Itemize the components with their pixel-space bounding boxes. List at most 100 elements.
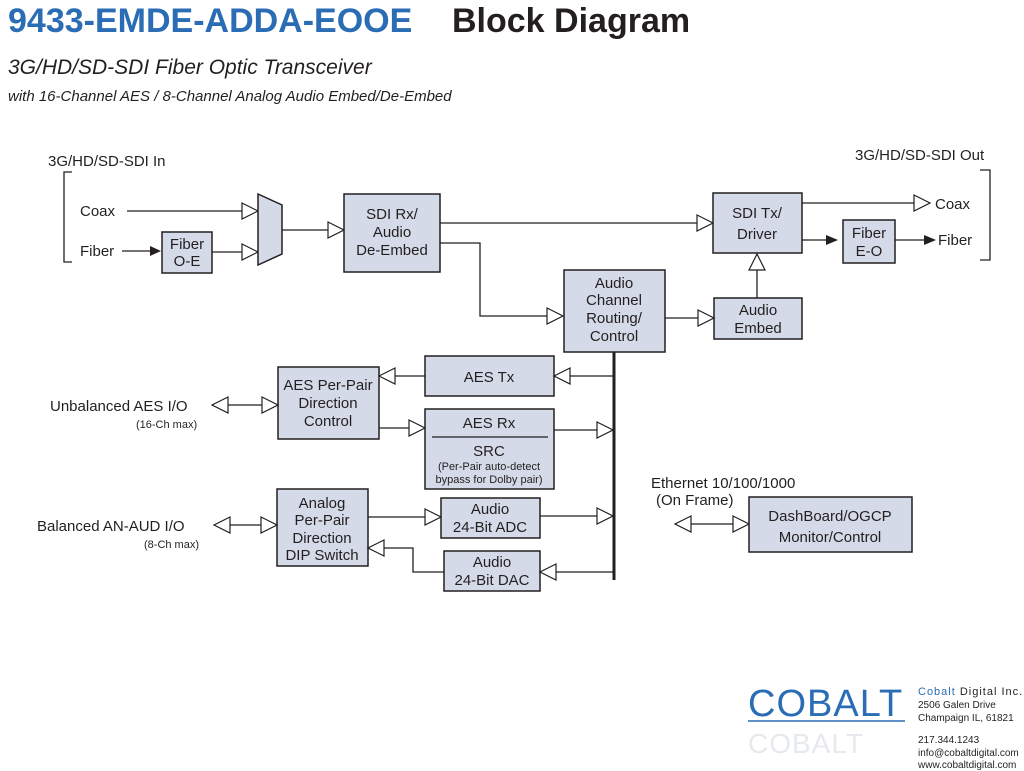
arrow-icon xyxy=(696,214,715,232)
svg-text:Control: Control xyxy=(590,328,638,345)
svg-text:SDI Tx/: SDI Tx/ xyxy=(732,205,783,222)
analog-io-label: Balanced AN-AUD I/O xyxy=(37,518,185,535)
svg-text:(Per-Pair auto-detect: (Per-Pair auto-detect xyxy=(438,461,540,473)
svg-text:Control: Control xyxy=(304,413,352,430)
aes-direction-block: AES Per-Pair Direction Control xyxy=(277,366,380,440)
svg-text:DIP Switch: DIP Switch xyxy=(285,547,358,564)
cobalt-logo-reflection: COBALT xyxy=(748,728,864,759)
arrow-icon xyxy=(538,563,557,581)
coax-in-label: Coax xyxy=(80,203,116,220)
arrow-icon xyxy=(366,539,385,557)
svg-text:Driver: Driver xyxy=(737,226,777,243)
svg-text:SRC: SRC xyxy=(473,443,505,460)
arrow-icon xyxy=(424,508,443,526)
arrow-icon xyxy=(826,235,838,245)
sdi-out-label: 3G/HD/SD-SDI Out xyxy=(855,147,985,164)
analog-io-sublabel: (8-Ch max) xyxy=(144,539,199,551)
aes-tx-block: AES Tx xyxy=(424,355,555,397)
arrow-icon xyxy=(327,221,346,239)
diagram-subtitle-detail: with 16-Channel AES / 8-Channel Analog A… xyxy=(8,88,452,105)
svg-text:Fiber: Fiber xyxy=(170,236,204,253)
analog-direction-block: Analog Per-Pair Direction DIP Switch xyxy=(276,488,369,567)
svg-text:Direction: Direction xyxy=(298,395,357,412)
fiber-eo-block: Fiber E-O xyxy=(842,219,896,264)
arrow-icon xyxy=(150,246,161,256)
svg-text:AES Rx: AES Rx xyxy=(463,415,516,432)
svg-text:E-O: E-O xyxy=(856,243,883,260)
company-address-street: 2506 Galen Drive xyxy=(918,700,996,711)
fiber-in-label: Fiber xyxy=(80,243,114,260)
audio-embed-block: Audio Embed xyxy=(713,297,803,340)
arrow-icon xyxy=(241,243,260,261)
fiber-oe-block: Fiber O-E xyxy=(161,231,213,274)
svg-text:Channel: Channel xyxy=(586,292,642,309)
arrow-icon xyxy=(552,367,571,385)
sdi-tx-block: SDI Tx/ Driver xyxy=(712,192,803,254)
aes-io-label: Unbalanced AES I/O xyxy=(50,398,188,415)
arrow-icon xyxy=(408,419,427,437)
svg-text:Direction: Direction xyxy=(292,530,351,547)
arrow-icon xyxy=(241,202,260,220)
company-name: Cobalt Digital Inc. xyxy=(918,686,1024,698)
cobalt-logo: COBALT xyxy=(748,683,904,725)
svg-text:DashBoard/OGCP: DashBoard/OGCP xyxy=(768,508,891,525)
arrow-icon xyxy=(697,309,716,327)
svg-text:Routing/: Routing/ xyxy=(586,310,643,327)
arrow-icon xyxy=(212,516,231,534)
diagram-subtitle: 3G/HD/SD-SDI Fiber Optic Transceiver xyxy=(8,56,372,79)
dac-block: Audio 24-Bit DAC xyxy=(443,550,541,592)
svg-text:24-Bit ADC: 24-Bit ADC xyxy=(453,519,527,536)
svg-text:bypass for Dolby pair): bypass for Dolby pair) xyxy=(436,474,543,486)
arrow-icon xyxy=(210,396,229,414)
dashboard-block: DashBoard/OGCP Monitor/Control xyxy=(748,496,913,553)
arrow-icon xyxy=(261,396,280,414)
ethernet-label: Ethernet 10/100/1000 xyxy=(651,475,795,492)
company-phone: 217.344.1243 xyxy=(918,735,980,746)
svg-text:Audio: Audio xyxy=(473,554,511,571)
ethernet-sublabel: (On Frame) xyxy=(656,492,734,509)
fiber-out-label: Fiber xyxy=(938,232,972,249)
dac-to-dir-line xyxy=(384,547,444,573)
svg-text:Monitor/Control: Monitor/Control xyxy=(779,529,882,546)
arrow-icon xyxy=(748,252,766,271)
input-select-mux xyxy=(257,192,283,267)
svg-text:Audio: Audio xyxy=(373,224,411,241)
sdi-rx-block: SDI Rx/ Audio De-Embed xyxy=(343,193,441,273)
arrow-icon xyxy=(260,516,279,534)
svg-text:Audio: Audio xyxy=(471,501,509,518)
arrow-icon xyxy=(913,194,932,212)
coax-out-label: Coax xyxy=(935,196,971,213)
svg-text:Per-Pair: Per-Pair xyxy=(294,512,349,529)
svg-text:AES Tx: AES Tx xyxy=(464,369,515,386)
svg-text:De-Embed: De-Embed xyxy=(356,242,428,259)
company-email[interactable]: info@cobaltdigital.com xyxy=(918,748,1019,759)
arrow-icon xyxy=(673,515,692,533)
svg-text:SDI Rx/: SDI Rx/ xyxy=(366,206,419,223)
svg-text:Analog: Analog xyxy=(299,495,346,512)
diagram-model-number: 9433-EMDE-ADDA-EOOE xyxy=(8,2,413,40)
arrow-icon xyxy=(377,367,396,385)
svg-text:Audio: Audio xyxy=(739,302,777,319)
sdi-out-bracket xyxy=(980,169,991,261)
svg-text:24-Bit DAC: 24-Bit DAC xyxy=(454,572,529,589)
company-website[interactable]: www.cobaltdigital.com xyxy=(918,760,1017,771)
arrow-icon xyxy=(924,235,936,245)
svg-text:AES Per-Pair: AES Per-Pair xyxy=(283,377,372,394)
svg-text:Fiber: Fiber xyxy=(852,225,886,242)
arrow-icon xyxy=(596,507,615,525)
aes-io-sublabel: (16-Ch max) xyxy=(136,419,197,431)
sdi-in-bracket xyxy=(63,171,72,263)
company-address-city: Champaign IL, 61821 xyxy=(918,713,1014,724)
aes-rx-src-block: AES Rx SRC (Per-Pair auto-detect bypass … xyxy=(424,408,555,490)
diagram-title: Block Diagram xyxy=(452,2,691,40)
svg-text:Audio: Audio xyxy=(595,275,633,292)
sdi-in-label: 3G/HD/SD-SDI In xyxy=(48,153,166,170)
arrow-icon xyxy=(596,421,615,439)
arrow-icon xyxy=(546,307,565,325)
svg-text:Embed: Embed xyxy=(734,320,782,337)
audio-routing-block: Audio Channel Routing/ Control xyxy=(563,269,666,353)
arrow-icon xyxy=(732,515,751,533)
svg-text:O-E: O-E xyxy=(174,253,201,270)
rx-to-routing-line xyxy=(440,242,547,317)
